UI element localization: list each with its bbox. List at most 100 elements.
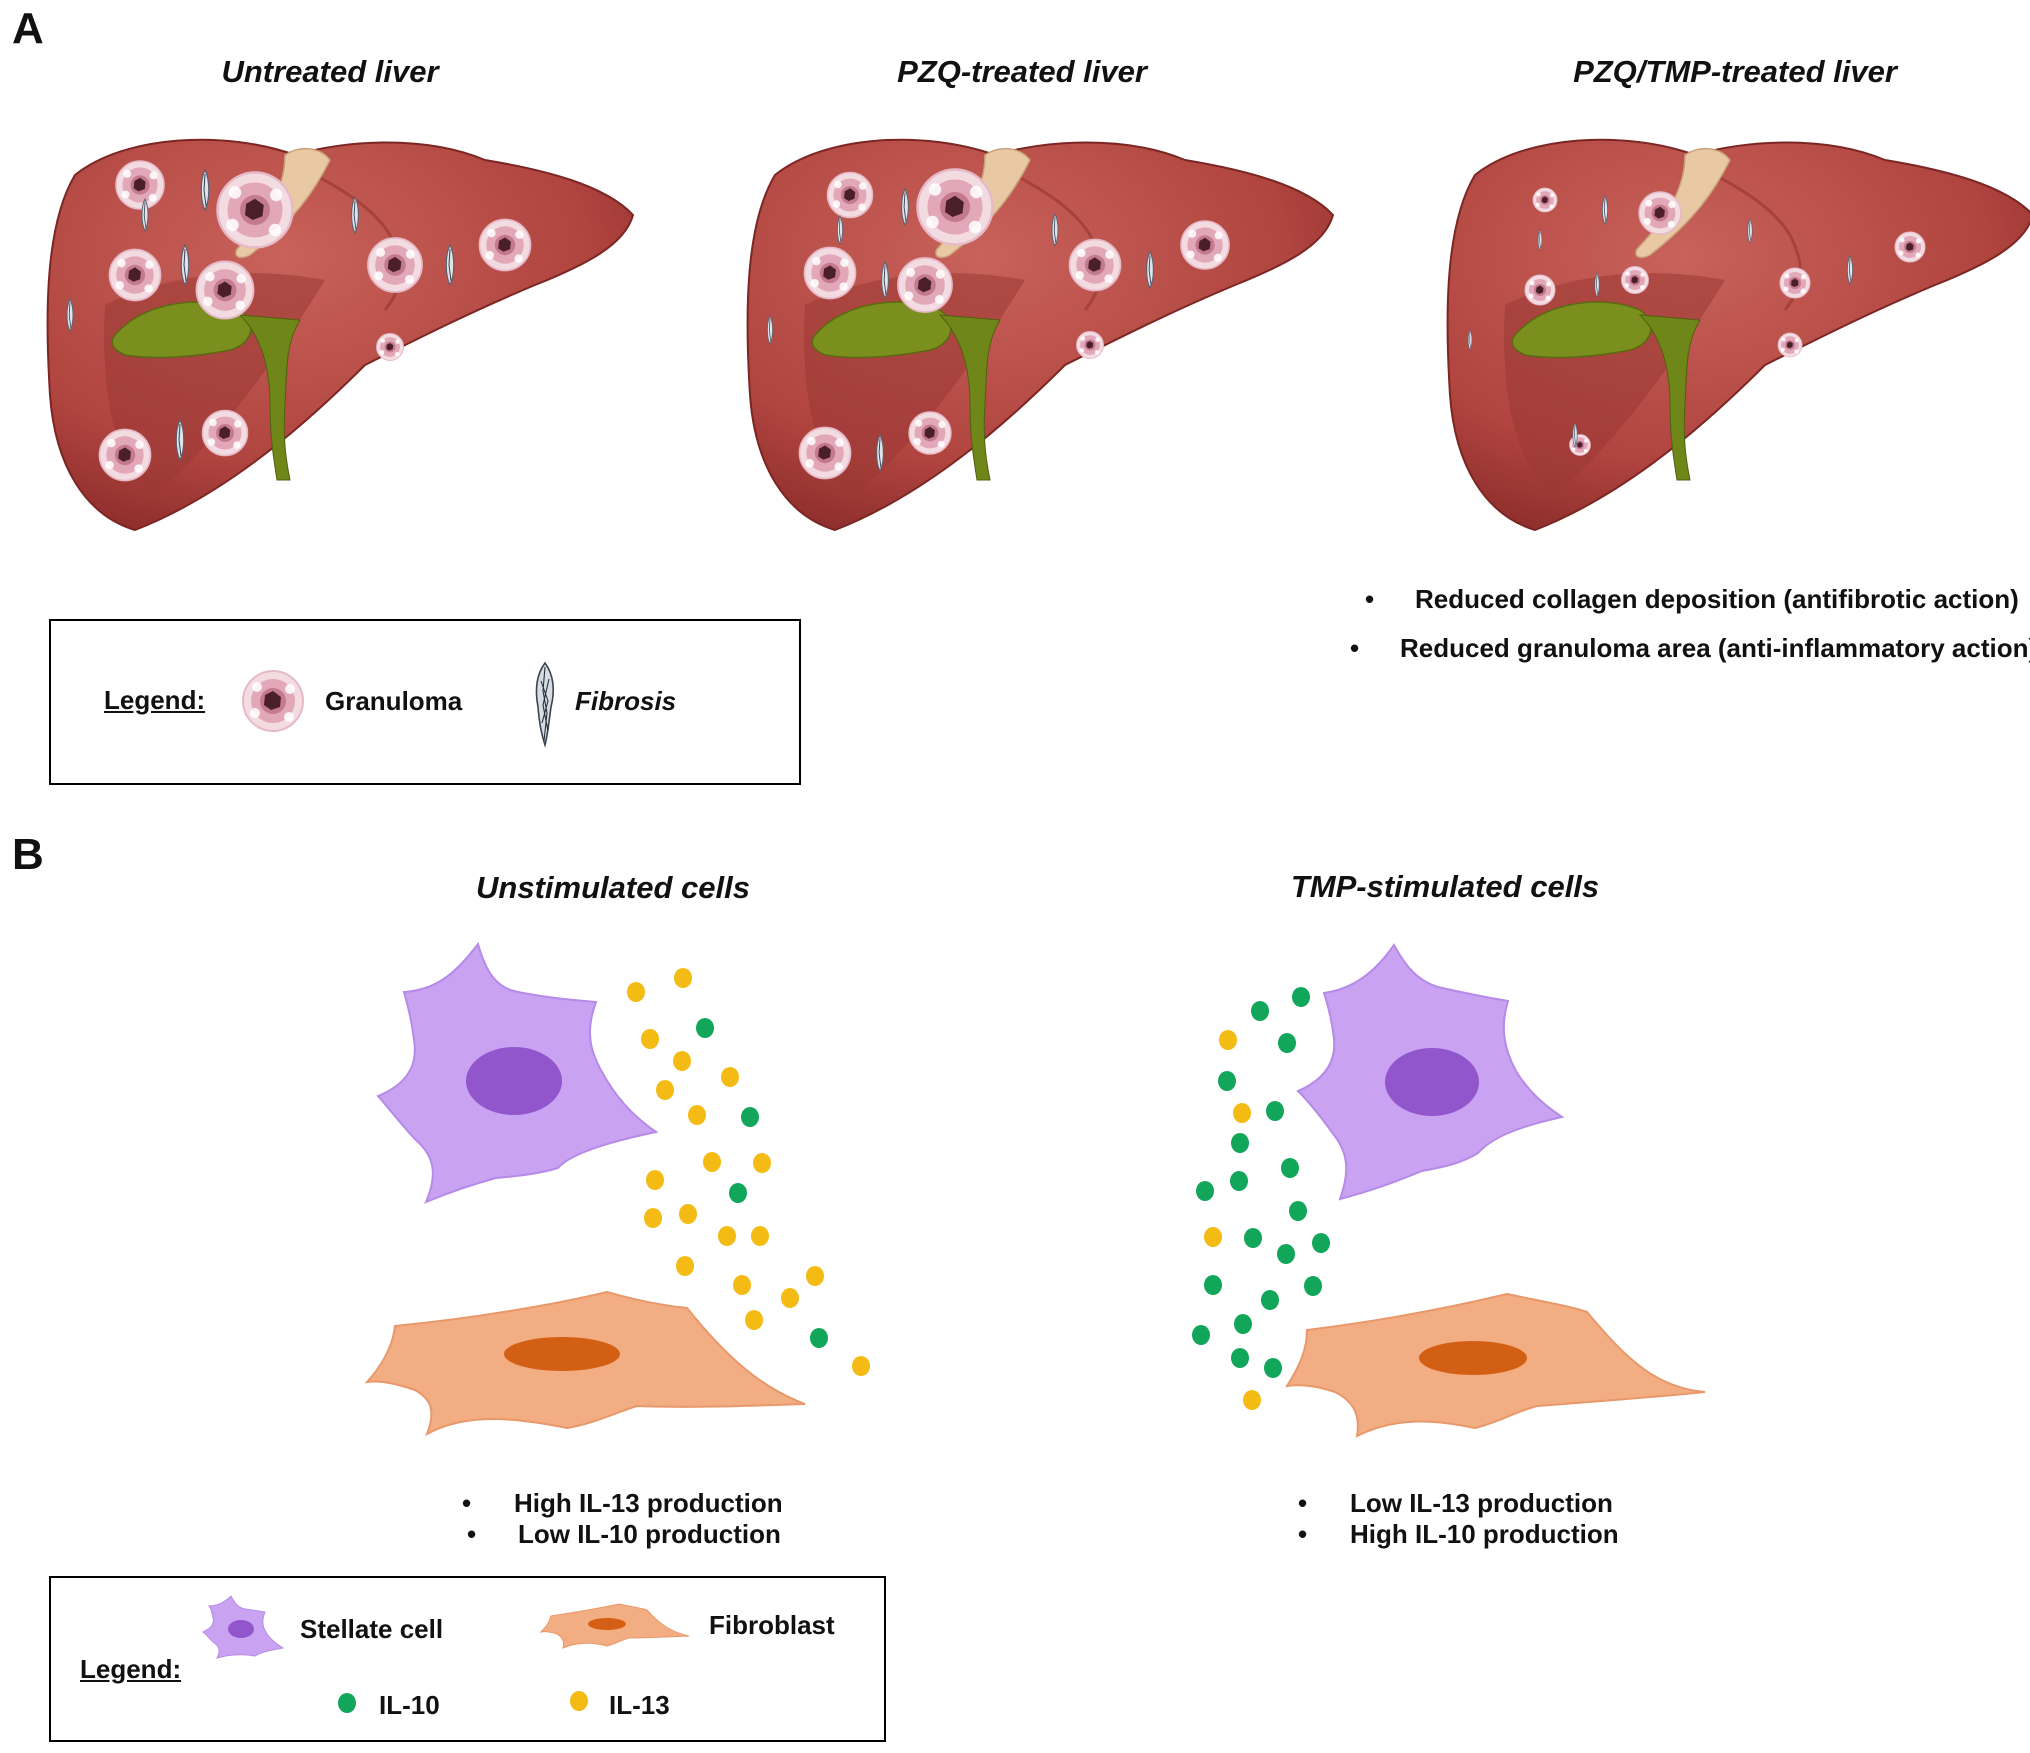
- cytokine-dot: [1230, 1171, 1248, 1191]
- cytokine-dot: [729, 1183, 747, 1203]
- liver-illustration-untreated: [46, 138, 635, 532]
- fibrosis-mark: [1467, 329, 1473, 351]
- cytokine-dot: [781, 1288, 799, 1308]
- fibrosis-mark: [1594, 272, 1600, 298]
- granuloma-icon: [242, 670, 304, 732]
- fibrosis-mark: [1747, 218, 1753, 244]
- cytokine-dot: [810, 1328, 828, 1348]
- granuloma: [1621, 266, 1649, 294]
- il13-dot-icon: [570, 1691, 588, 1711]
- effect-item-granuloma: •Reduced granuloma area (anti-inflammato…: [1350, 633, 2030, 663]
- gallbladder: [811, 301, 952, 359]
- bile-duct: [238, 314, 301, 481]
- granuloma: [108, 248, 162, 302]
- cytokine-dot: [679, 1204, 697, 1224]
- cytokine-dot: [1266, 1101, 1284, 1121]
- cytokine-dot: [741, 1107, 759, 1127]
- granuloma: [826, 171, 874, 219]
- fibroblast-icon: [539, 1603, 690, 1649]
- legend-il10-text: IL-10: [379, 1690, 440, 1720]
- cytokine-dot: [1264, 1358, 1282, 1378]
- legend-fibrosis-text: Fibrosis: [575, 686, 677, 716]
- cytokine-dot: [641, 1029, 659, 1049]
- cytokine-dot: [852, 1356, 870, 1376]
- fibrosis-mark: [175, 418, 185, 462]
- cytokine-dot: [676, 1256, 694, 1276]
- granuloma: [1076, 331, 1104, 359]
- stellate-cell-icon: [202, 1595, 285, 1659]
- legend-panel-b: Stellate cell Fibroblast Legend: IL-10 I…: [49, 1576, 886, 1742]
- fibroblast-unstimulated: [364, 1290, 806, 1437]
- liver-illustration-pzq: [746, 138, 1335, 532]
- granuloma: [216, 171, 294, 249]
- cytokine-dot: [1261, 1290, 1279, 1310]
- legend-stellate-text: Stellate cell: [300, 1614, 444, 1644]
- unstimulated-bullets: •High IL-13 production •Low IL-10 produc…: [462, 1488, 783, 1550]
- effect-item-collagen: •Reduced collagen deposition (antifibrot…: [1365, 584, 2019, 614]
- cells-title-tmp-stimulated: TMP-stimulated cells: [1290, 869, 1600, 904]
- granuloma: [1779, 267, 1811, 299]
- fibrosis-mark: [351, 195, 359, 235]
- stellate-cell-unstimulated: [376, 941, 659, 1204]
- cytokine-dot: [1218, 1071, 1236, 1091]
- cytokine-dot: [1244, 1228, 1262, 1248]
- cytokine-dot: [1281, 1158, 1299, 1178]
- granuloma: [916, 168, 994, 246]
- unstimulated-bullet-il10: •Low IL-10 production: [467, 1519, 781, 1549]
- cytokine-dot: [1243, 1390, 1261, 1410]
- legend-a-label: Legend:: [104, 685, 206, 715]
- granuloma: [1894, 231, 1926, 263]
- granuloma: [1524, 274, 1556, 306]
- granuloma: [1180, 220, 1230, 270]
- granuloma: [897, 257, 953, 313]
- fibrosis-mark: [766, 315, 774, 345]
- cytokine-dot: [1304, 1276, 1322, 1296]
- granuloma: [201, 409, 249, 457]
- fibrosis-mark: [1051, 212, 1059, 248]
- cytokine-dot: [806, 1266, 824, 1286]
- cytokine-dot: [688, 1105, 706, 1125]
- cytokine-dot: [627, 982, 645, 1002]
- cytokine-dot: [1231, 1133, 1249, 1153]
- fibrosis-mark: [901, 187, 909, 227]
- fibrosis-mark: [881, 260, 889, 300]
- fibrosis-mark: [200, 168, 210, 212]
- legend-panel-a: Legend: Granuloma Fibrosis: [49, 619, 801, 785]
- granuloma: [195, 260, 255, 320]
- tmp-bullet-il10: •High IL-10 production: [1298, 1519, 1619, 1549]
- cytokine-dot: [1204, 1275, 1222, 1295]
- cytokine-dot: [1251, 1001, 1269, 1021]
- cytokine-dot: [1277, 1244, 1295, 1264]
- fibroblast-tmp: [1284, 1292, 1706, 1438]
- cytokine-dot: [745, 1310, 763, 1330]
- fibrosis-mark: [836, 215, 844, 245]
- fibrosis-mark: [876, 433, 884, 473]
- granuloma: [908, 411, 952, 455]
- cells-title-unstimulated: Unstimulated cells: [476, 870, 750, 905]
- cytokine-dot: [1196, 1181, 1214, 1201]
- fibrosis-mark: [1846, 255, 1854, 285]
- cytokine-dot: [673, 1051, 691, 1071]
- bile-duct: [1638, 314, 1701, 481]
- granuloma: [115, 160, 165, 210]
- fibrosis-mark: [1146, 250, 1154, 290]
- cytokine-dot: [656, 1080, 674, 1100]
- fibrosis-mark: [445, 243, 455, 287]
- cytokine-dot: [674, 968, 692, 988]
- fibrosis-mark: [66, 297, 74, 333]
- liver-title-pzq: PZQ-treated liver: [897, 54, 1147, 89]
- tmp-bullets: •Low IL-13 production •High IL-10 produc…: [1298, 1488, 1619, 1550]
- tmp-bullet-il13: •Low IL-13 production: [1298, 1488, 1613, 1518]
- cytokine-dot: [1234, 1314, 1252, 1334]
- cytokine-dot: [733, 1275, 751, 1295]
- fibrosis-mark: [1537, 229, 1543, 251]
- cytokine-dot: [1219, 1030, 1237, 1050]
- effect-bullets: •Reduced collagen deposition (antifibrot…: [1350, 584, 2030, 664]
- stellate-cell-tmp: [1296, 943, 1565, 1201]
- granuloma: [478, 218, 532, 272]
- fibrosis-icon: [535, 661, 555, 748]
- cytokine-dot: [1312, 1233, 1330, 1253]
- panel-b-label: B: [12, 830, 44, 879]
- panel-a-label: A: [12, 4, 44, 53]
